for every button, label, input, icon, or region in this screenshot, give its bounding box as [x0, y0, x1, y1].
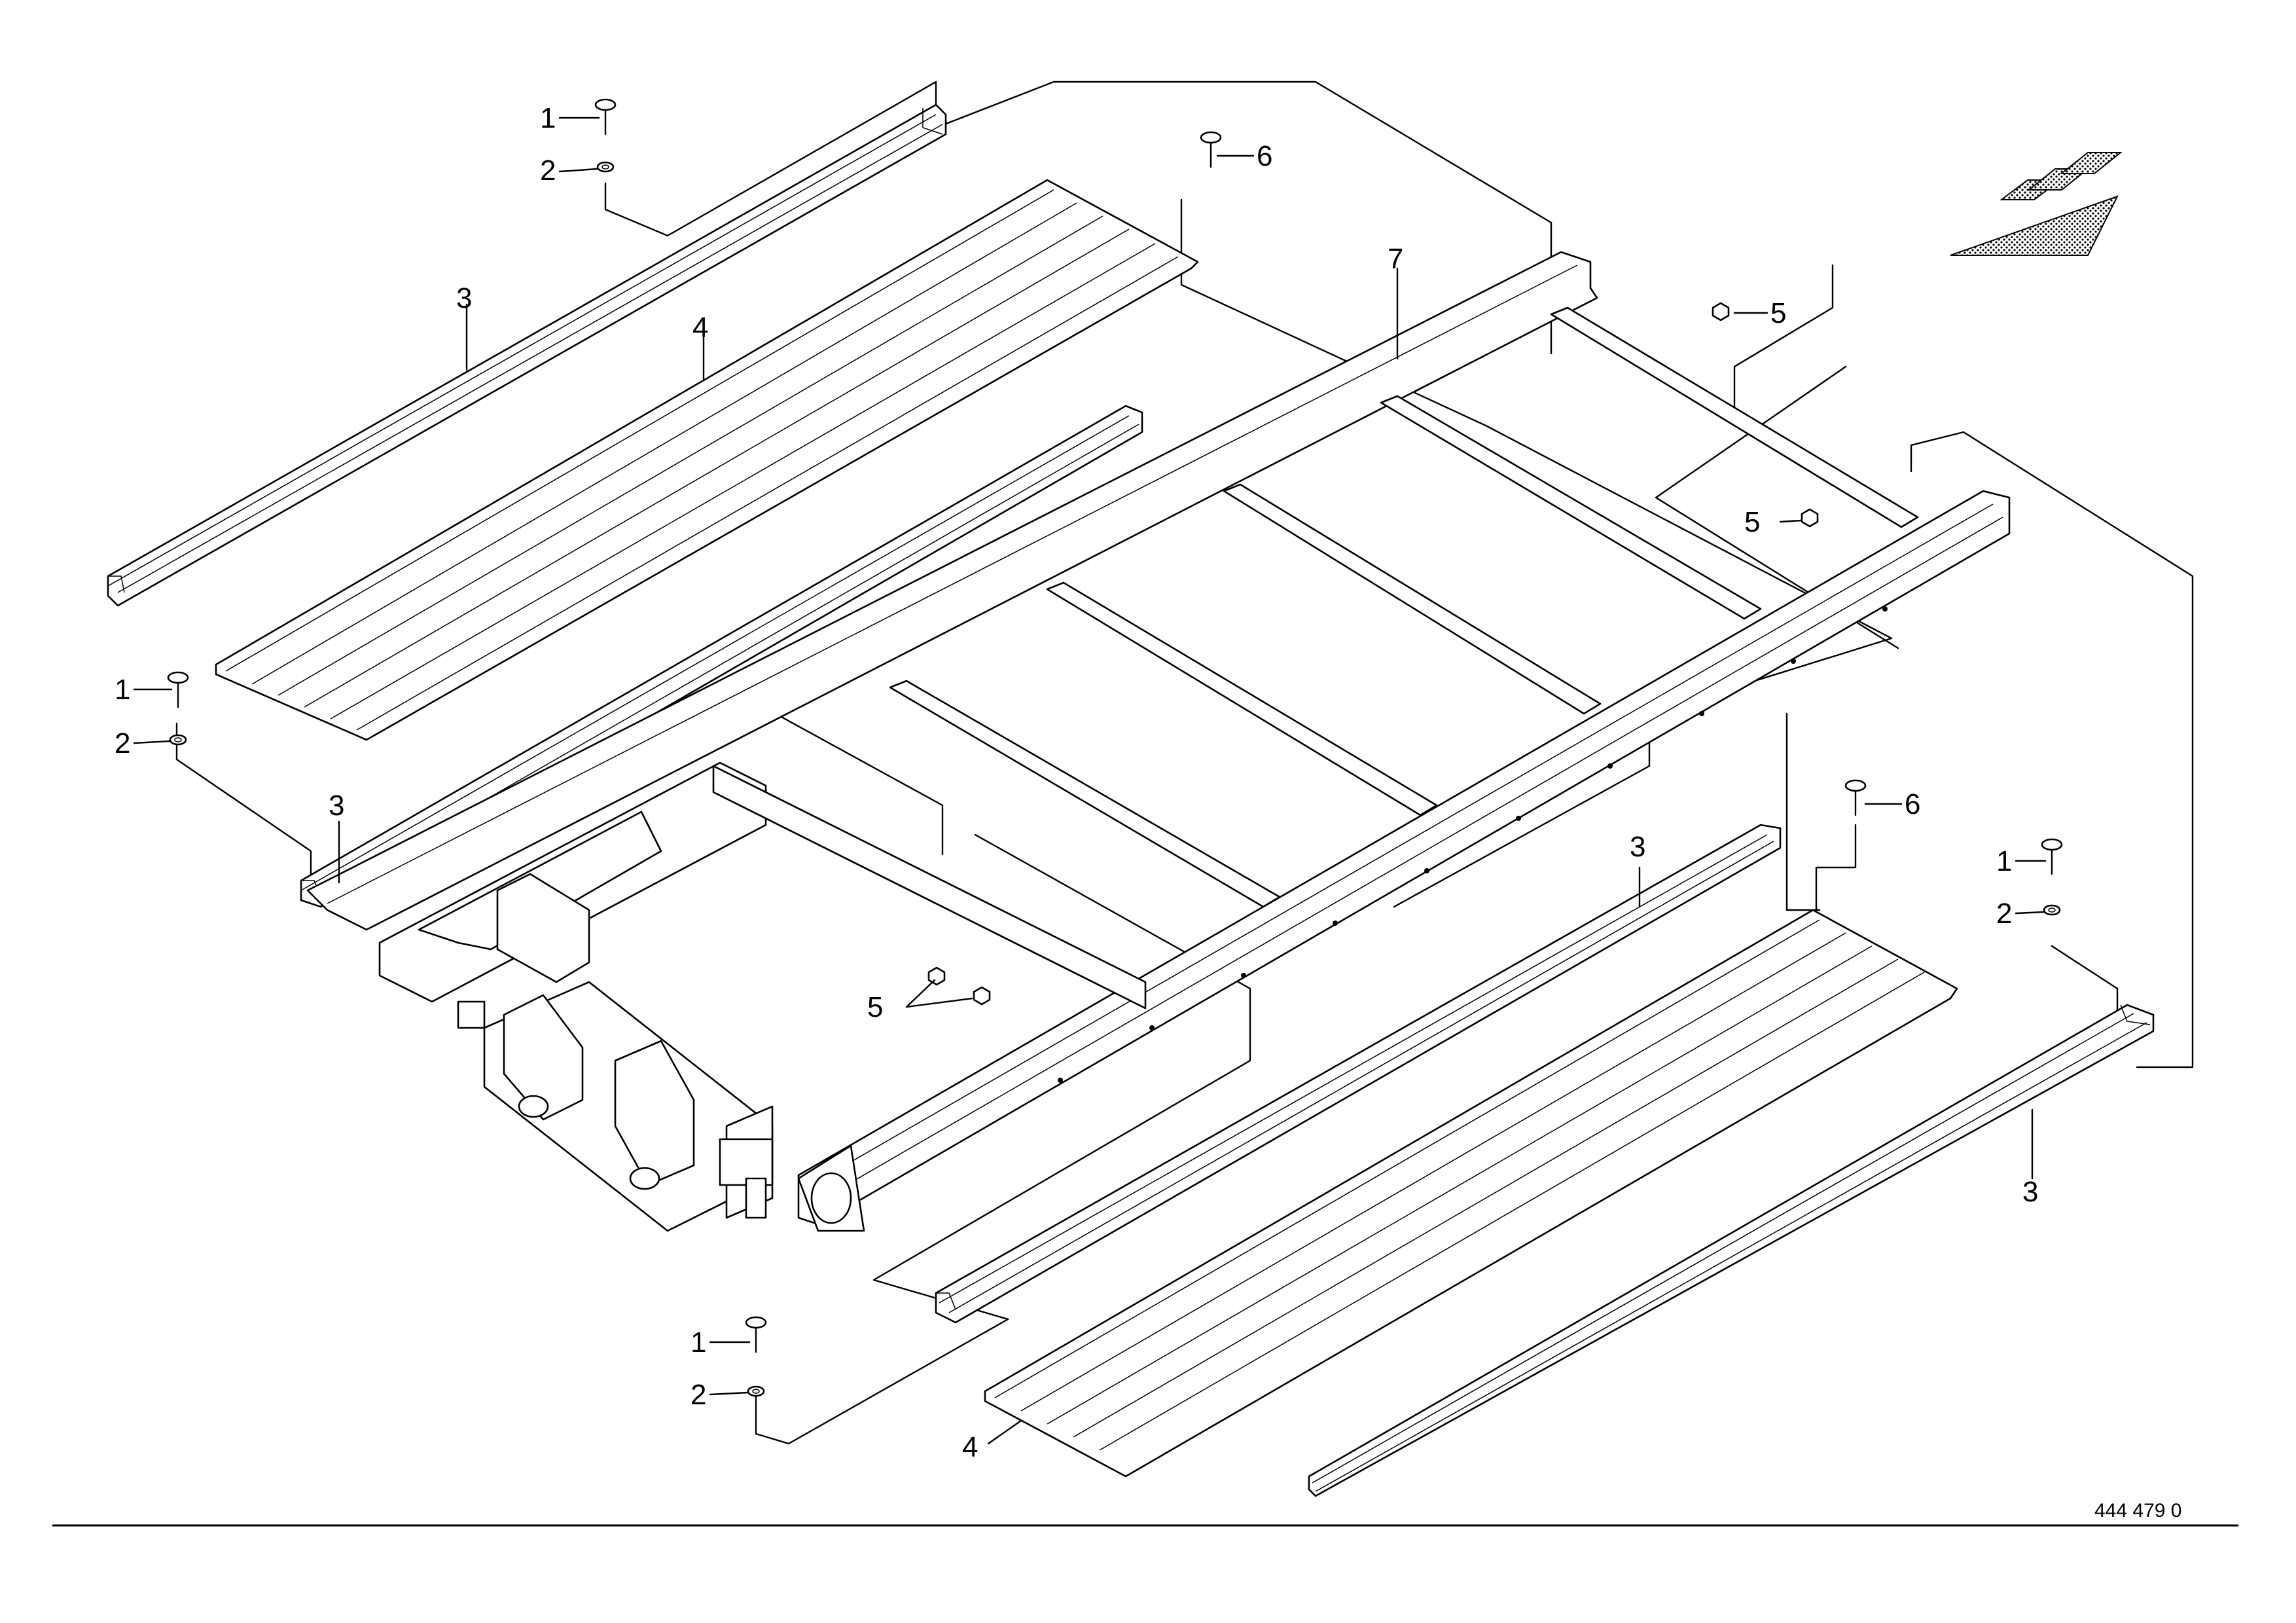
callout-3: 3 [1630, 831, 1645, 863]
part-3-rail-bottom-right [1308, 1004, 2155, 1497]
callout-2: 2 [691, 1379, 706, 1411]
callout-6: 6 [1905, 788, 1920, 820]
drawing-number: 444 479 0 [2094, 1500, 2181, 1522]
callout-2: 2 [1996, 898, 2012, 930]
part-4-floor-plate-bottom [984, 909, 1958, 1478]
washer-icon [169, 161, 2061, 1397]
callout-4: 4 [962, 1431, 978, 1463]
part-7-main-frame [306, 251, 2011, 1232]
callout-3: 3 [329, 790, 344, 822]
nut-icon [927, 302, 1819, 1006]
rear-axle-assembly [378, 761, 1147, 1232]
callout-5: 5 [1744, 506, 1760, 538]
part-4-floor-plate-top [215, 179, 1199, 741]
callout-leaders [133, 117, 2047, 1445]
part-3-rail-top-left [107, 103, 947, 607]
direction-arrow-icon [1950, 152, 2123, 256]
callout-5: 5 [867, 991, 883, 1023]
callout-7: 7 [1388, 243, 1403, 275]
callout-4: 4 [692, 312, 708, 344]
callout-6: 6 [1257, 140, 1272, 172]
callout-3: 3 [2022, 1176, 2038, 1208]
callout-1: 1 [1996, 845, 2012, 877]
callout-1: 1 [115, 674, 130, 706]
leader-lines [175, 81, 2194, 1445]
callout-1: 1 [691, 1326, 706, 1359]
bolt-icon [167, 98, 2063, 1353]
callout-2: 2 [540, 155, 556, 187]
callout-5: 5 [1770, 297, 1786, 329]
callout-1: 1 [540, 102, 556, 134]
callout-labels: 1 2 3 4 6 7 5 5 1 2 3 5 6 3 1 2 3 1 2 4 [115, 102, 2038, 1463]
callout-3: 3 [456, 282, 472, 314]
part-3-rail-lower-middle [935, 824, 1782, 1324]
callout-2: 2 [115, 727, 130, 759]
